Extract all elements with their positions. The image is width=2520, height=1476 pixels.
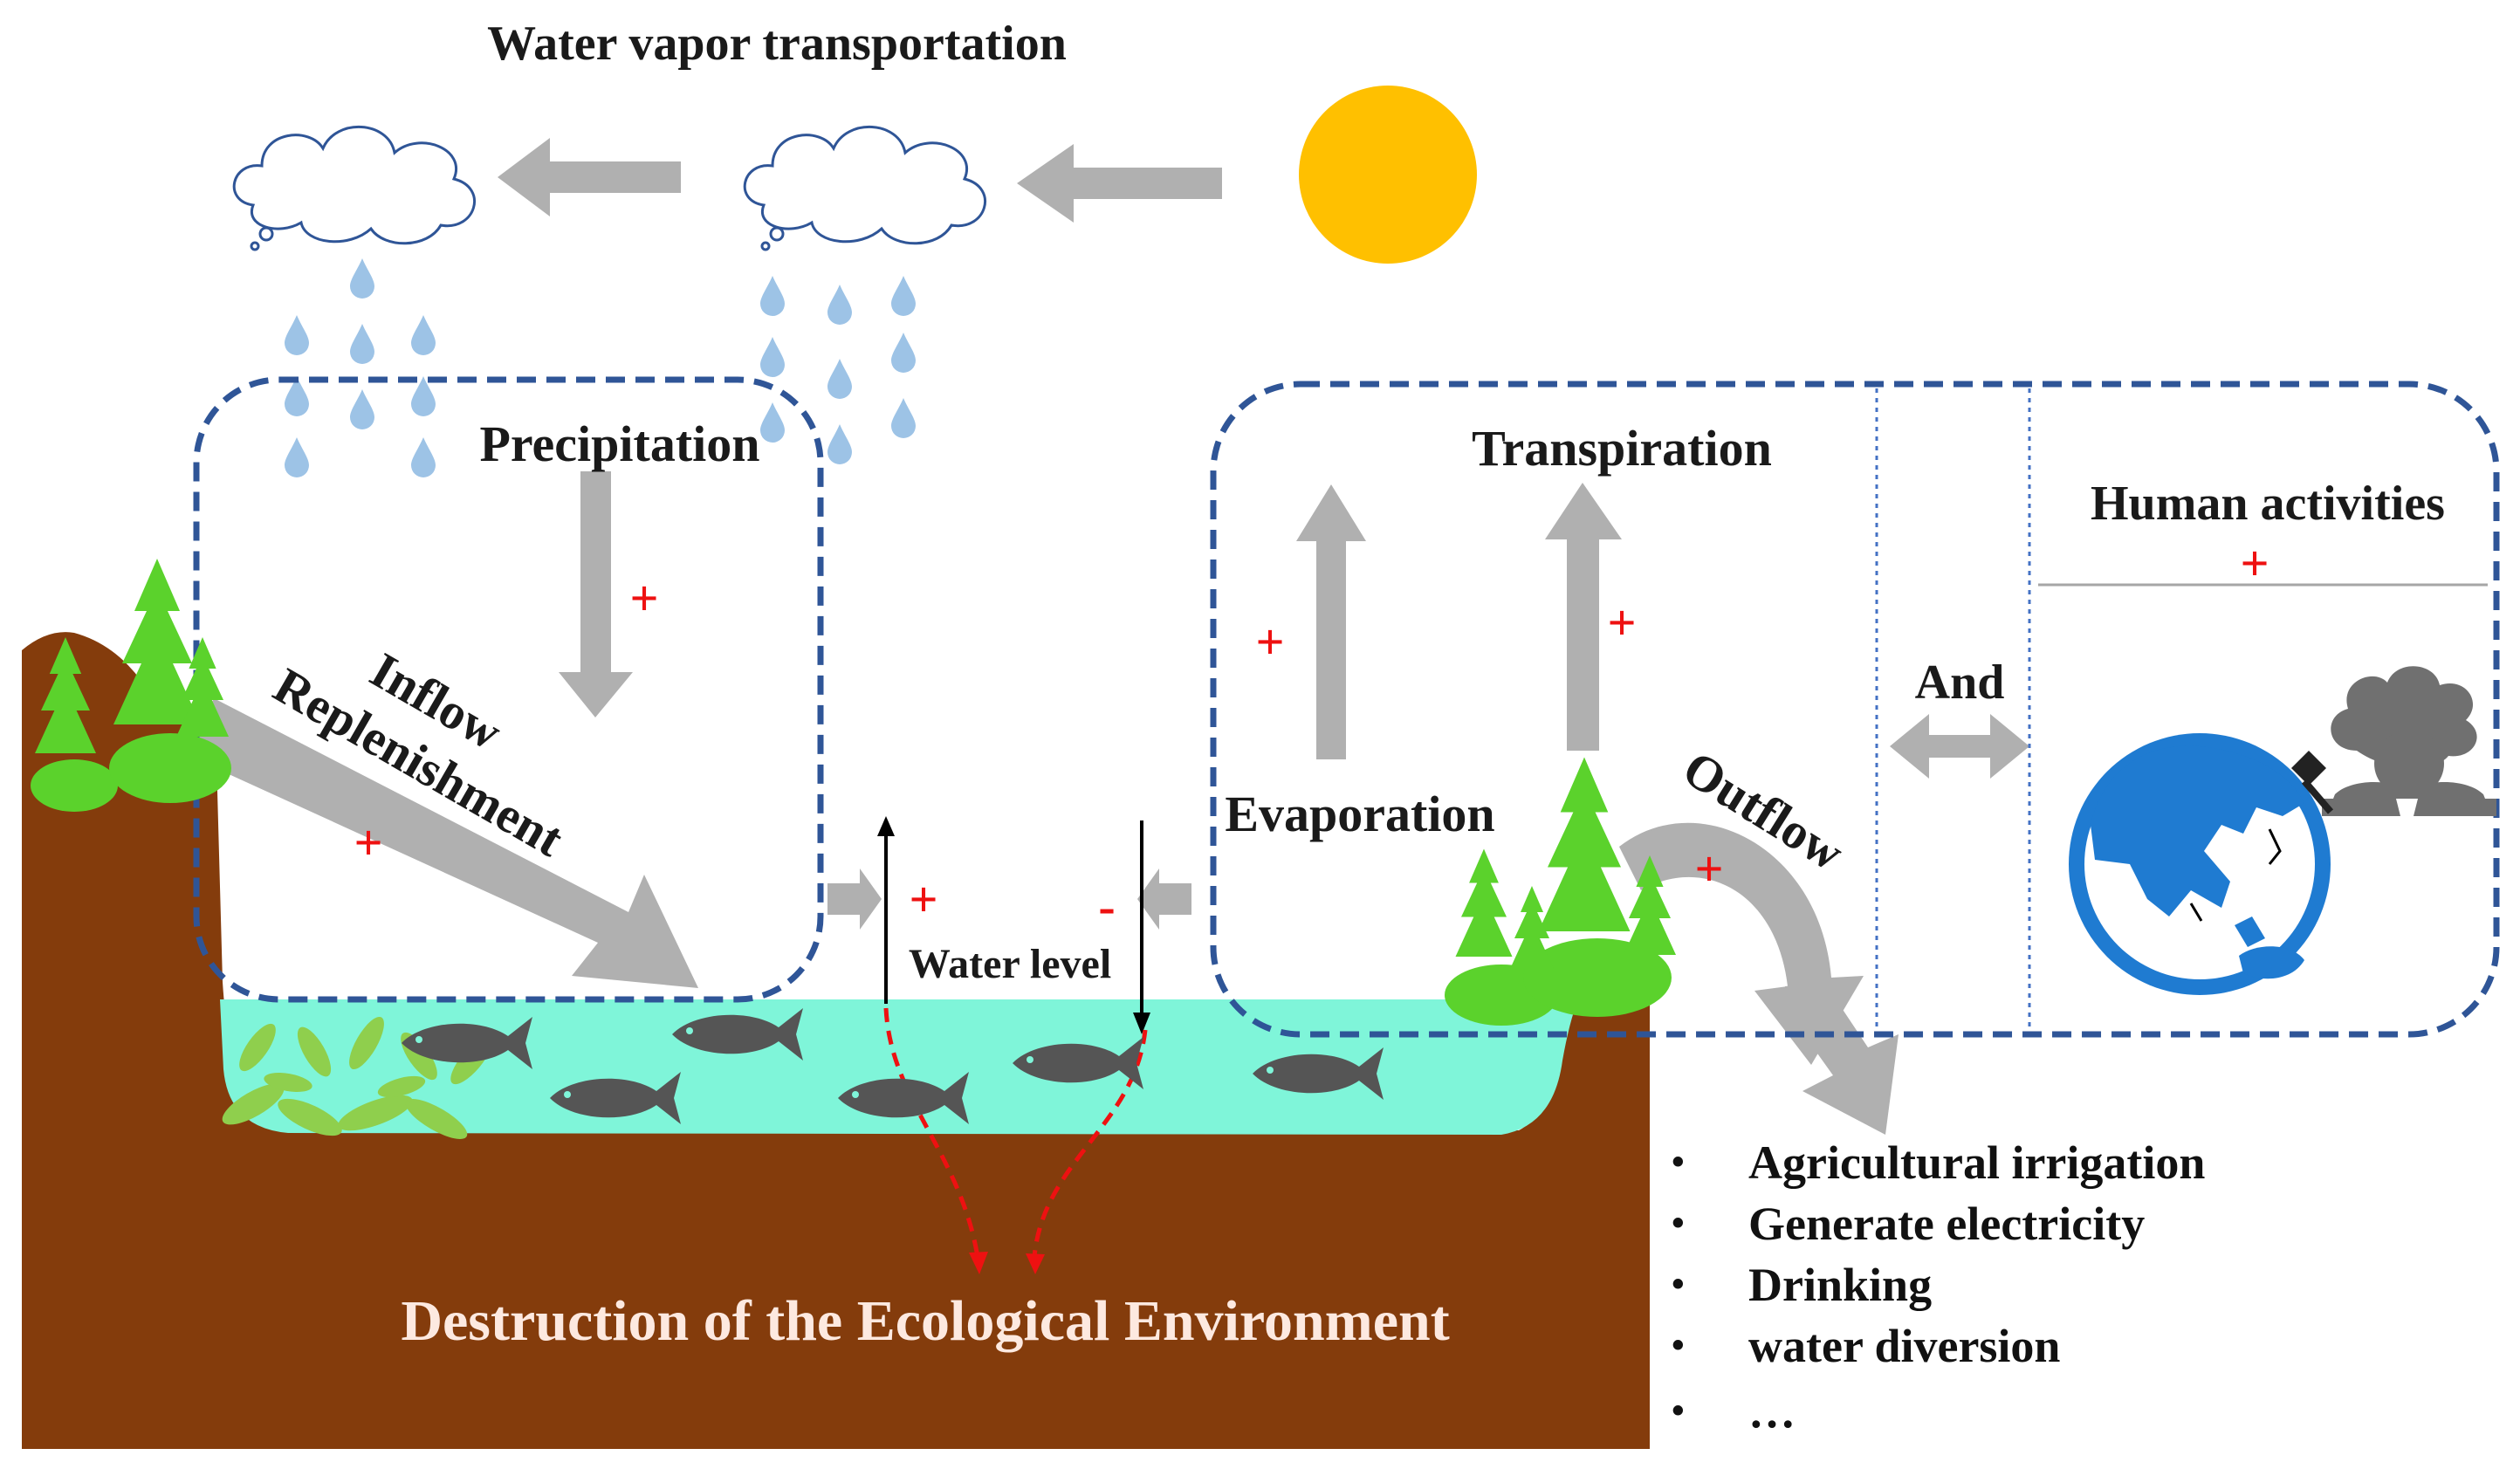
list-item: Agricultural irrigation: [1748, 1136, 2205, 1189]
label-human-activities: Human activities: [2091, 477, 2445, 531]
sign-precipitation: +: [629, 570, 658, 627]
sign-transpiration: +: [1607, 594, 1636, 651]
label-water-level: Water level: [909, 941, 1111, 987]
dashed-box-left: [193, 376, 824, 1003]
list-bullet: •: [1672, 1265, 1685, 1305]
list-item: Drinking: [1748, 1259, 1932, 1311]
arrow-and-double: [1890, 714, 2029, 779]
list-bullet: •: [1672, 1204, 1685, 1244]
uses-list: • Agricultural irrigation • Generate ele…: [1672, 1136, 2205, 1438]
dashed-box-right: [1210, 381, 2500, 1038]
label-precipitation: Precipitation: [479, 415, 759, 472]
sign-outflow: +: [1694, 841, 1723, 897]
soil-ground: [22, 632, 1650, 1449]
water-level-arrow-up: [877, 816, 895, 1004]
list-bullet: •: [1672, 1391, 1685, 1431]
arrow-precipitation-down: [559, 471, 633, 717]
trees-left: [31, 559, 231, 812]
sign-water-level-right: -: [1098, 878, 1115, 935]
list-item: …: [1748, 1385, 1796, 1438]
rain-drops-left: [285, 258, 436, 477]
sign-human: +: [2240, 535, 2269, 592]
label-transpiration: Transpiration: [1472, 420, 1772, 477]
arrow-water-level-right: [1137, 868, 1191, 930]
label-destruction: Destruction of the Ecological Environmen…: [401, 1289, 1449, 1353]
cloud-right: [743, 126, 987, 251]
globe: [2069, 733, 2331, 995]
sign-evaporation: +: [1255, 614, 1284, 670]
seepage-dashed-lines: [883, 1007, 1148, 1274]
water-level-arrow-down: [1133, 820, 1150, 1034]
arrow-inflow-replenishment: [196, 698, 698, 988]
rain-drops-right: [760, 276, 916, 464]
label-and: And: [1915, 656, 2005, 710]
list-bullet: •: [1672, 1326, 1685, 1366]
label-vapor: Water vapor transportation: [487, 17, 1067, 71]
arrow-sun-to-cloud: [1017, 144, 1222, 223]
cloud-left: [232, 126, 477, 251]
trees-right: [1445, 757, 1676, 1026]
arrow-cloud-to-cloud: [498, 138, 681, 216]
arrow-water-level-left: [827, 868, 882, 930]
person-icon: [2291, 666, 2496, 816]
sign-inflow: +: [354, 814, 382, 871]
list-item: Generate electricity: [1748, 1198, 2145, 1250]
list-bullet: •: [1672, 1143, 1685, 1183]
arrow-outflow: [1619, 822, 1899, 1135]
label-evaporation: Evaporation: [1225, 786, 1494, 842]
sign-water-level-left: +: [909, 871, 937, 928]
arrow-evaporation-up: [1296, 484, 1366, 759]
list-item: water diversion: [1748, 1320, 2060, 1372]
sun: [1299, 86, 1477, 264]
arrow-transpiration-up: [1545, 483, 1622, 751]
